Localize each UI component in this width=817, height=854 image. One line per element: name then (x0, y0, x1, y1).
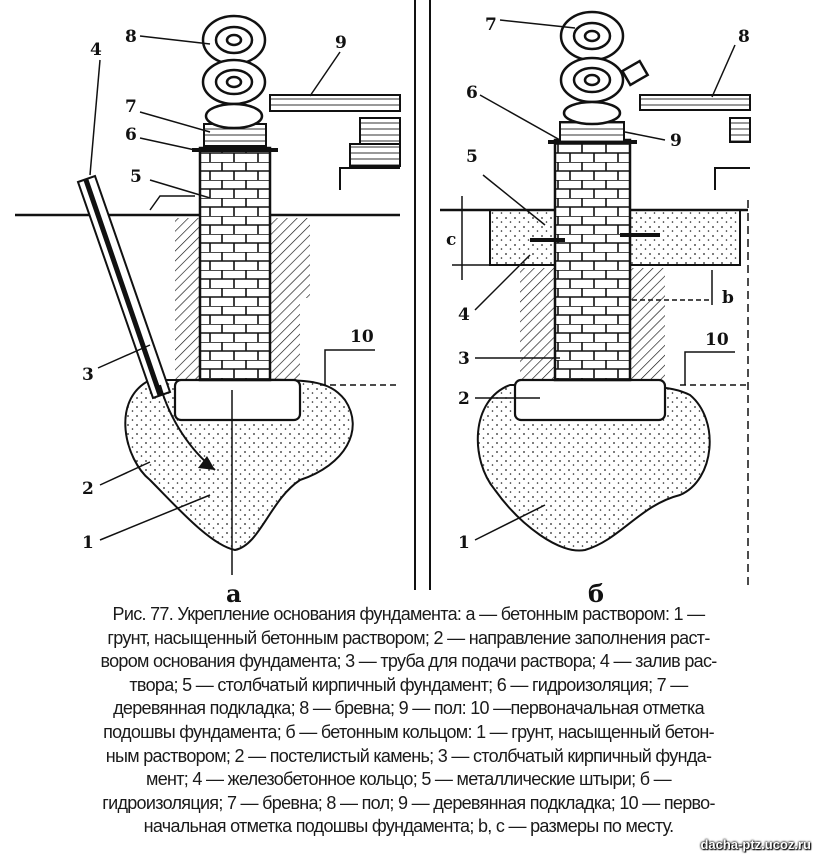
label-2: 2 (458, 389, 470, 409)
label-2: 2 (82, 479, 94, 499)
panel-a-letter: а (226, 579, 242, 603)
label-4: 4 (458, 305, 470, 325)
logs (201, 14, 267, 130)
caption-line: ным раствором; 2 — постелистый камень; 3… (105, 745, 712, 766)
caption-line: вором основания фундамента; 3 — труба дл… (100, 651, 717, 672)
label-6: 6 (466, 83, 478, 103)
caption-line: подошвы фундамента; б — бетонным кольцом… (103, 721, 715, 742)
caption-line: твора; 5 — столбчатый кирпичный фундамен… (129, 674, 688, 695)
brick-column (198, 146, 272, 382)
label-10: 10 (350, 327, 374, 347)
label-8: 8 (125, 27, 137, 47)
watermark: dacha-ptz.ucoz.ru (700, 837, 811, 852)
panel-b: 7 8 6 9 5 c 4 b 3 10 2 1 б (429, 0, 751, 603)
floor-board (639, 94, 751, 111)
label-5: 5 (466, 147, 478, 167)
label-7: 7 (485, 15, 497, 35)
label-b: b (722, 288, 734, 308)
panel-b-letter: б (588, 579, 604, 603)
label-c: c (446, 230, 456, 250)
foundation-diagram: 8 9 7 6 4 5 3 2 1 10 а (15, 0, 751, 603)
label-1: 1 (458, 533, 470, 553)
label-4: 4 (90, 40, 102, 60)
caption-line: гидроизоляция; 7 — бревна; 8 — пол; 9 — … (102, 792, 715, 813)
caption-line: грунт, насыщенный бетонным раствором; 2 … (107, 627, 710, 648)
label-9: 9 (335, 33, 347, 53)
caption-line: начальная отметка подошвы фундамента; b,… (143, 816, 674, 837)
label-8: 8 (738, 27, 750, 47)
logs (559, 10, 650, 126)
caption-line: мент; 4 — железобетонное кольцо; 5 — мет… (146, 769, 672, 790)
label-7: 7 (125, 97, 137, 117)
label-3: 3 (82, 365, 94, 385)
floor-board (269, 94, 401, 112)
label-6: 6 (125, 125, 137, 145)
figure-caption: Рис. 77. Укрепление основания фундамента… (0, 603, 817, 839)
stone-base (173, 378, 302, 422)
caption-line: Рис. 77. Укрепление основания фундамента… (112, 604, 706, 624)
caption-line: деревянная подкладка; 8 — бревна; 9 — по… (113, 698, 705, 719)
label-10: 10 (705, 330, 729, 350)
panel-a: 8 9 7 6 4 5 3 2 1 10 а (15, 0, 416, 603)
label-5: 5 (130, 167, 142, 187)
label-1: 1 (82, 533, 94, 553)
label-3: 3 (458, 349, 470, 369)
label-9: 9 (670, 131, 682, 151)
stone-base (513, 378, 667, 422)
